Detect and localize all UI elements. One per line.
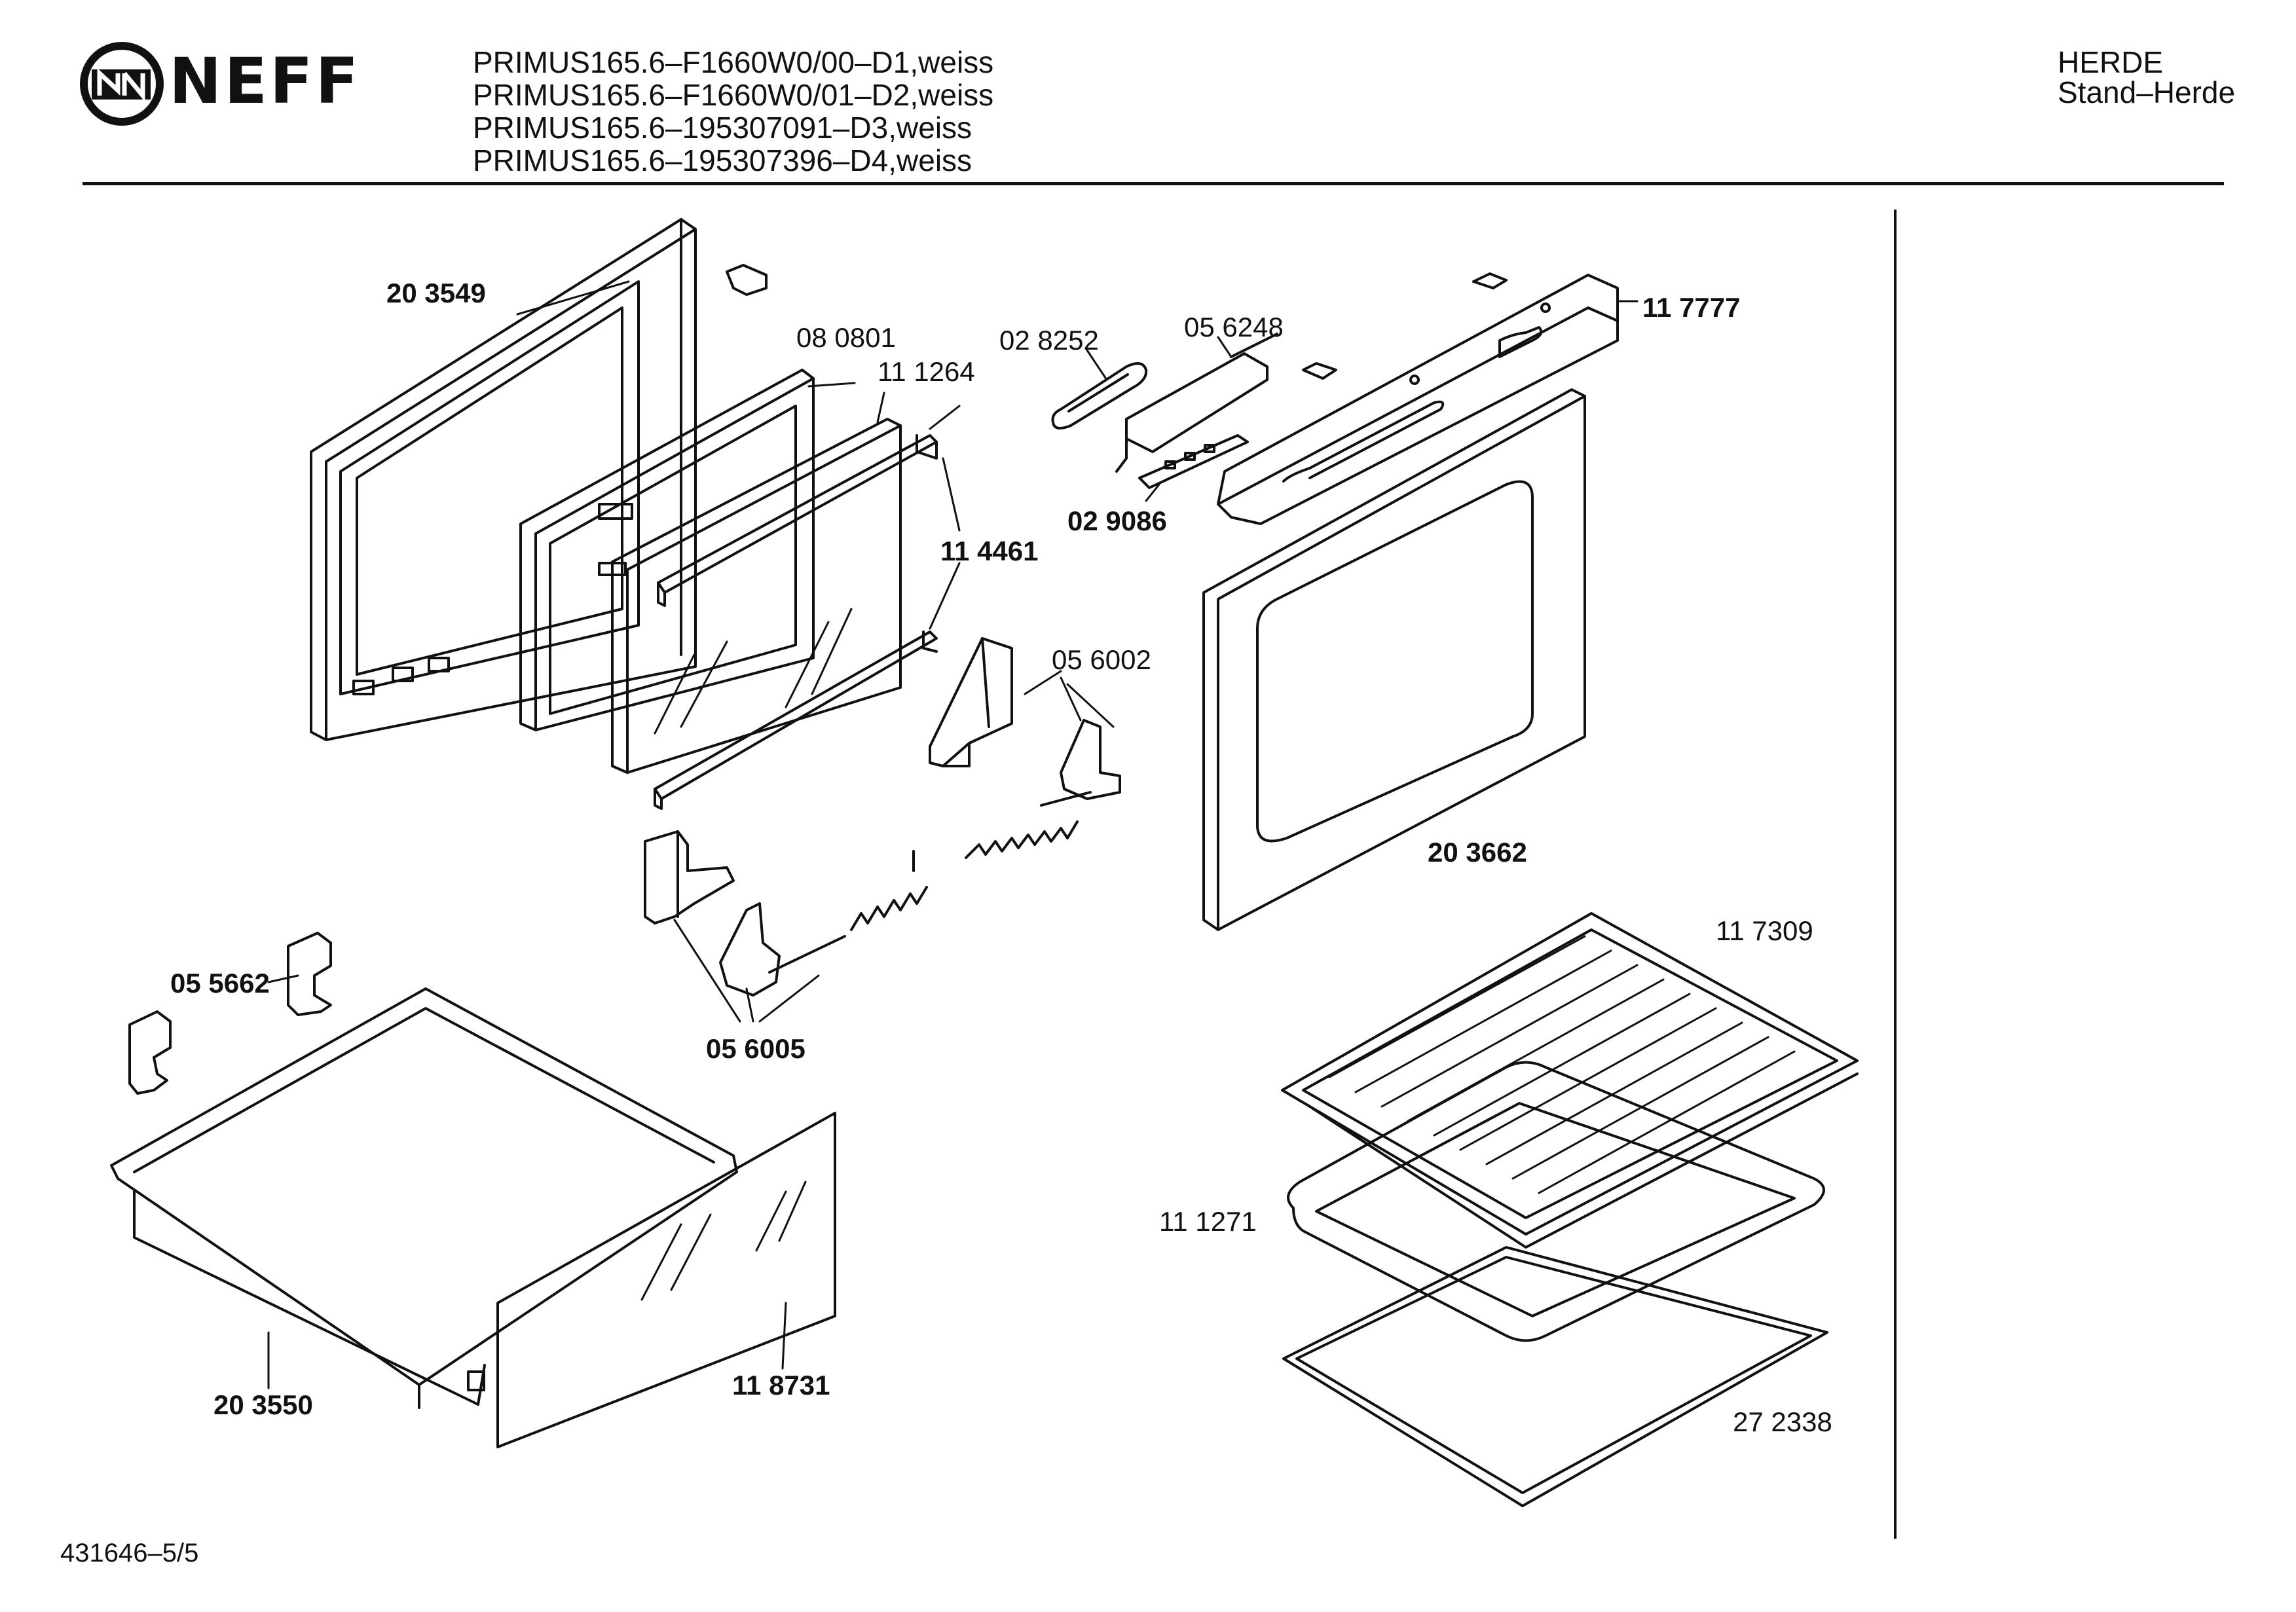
part-label-111264: 11 1264 bbox=[878, 356, 975, 387]
seal-ring bbox=[1051, 362, 1148, 430]
hinge-spring-upper bbox=[965, 820, 1079, 859]
model-line: PRIMUS165.6–195307091–D3,weiss bbox=[473, 111, 972, 145]
part-labels: 20 3549 08 0801 11 1264 02 8252 05 6248 … bbox=[170, 278, 1832, 1437]
part-label-080801: 08 0801 bbox=[796, 322, 896, 353]
category-block: HERDE Stand–Herde bbox=[2058, 47, 2235, 107]
drawer-runner-clip bbox=[128, 932, 332, 1095]
door-glass-pane bbox=[611, 418, 902, 774]
outer-door-frame bbox=[310, 218, 697, 741]
category-subtitle: Stand–Herde bbox=[2058, 75, 2236, 109]
brand-wordmark: NEFF bbox=[169, 45, 361, 118]
part-label-117777: 11 7777 bbox=[1642, 292, 1741, 323]
vertical-divider bbox=[1894, 210, 1897, 1539]
part-label-028252: 02 8252 bbox=[999, 325, 1099, 356]
upper-hinge-bracket bbox=[929, 637, 1121, 807]
storage-drawer bbox=[110, 987, 738, 1409]
part-label-056002: 05 6002 bbox=[1052, 644, 1151, 675]
part-label-203549: 20 3549 bbox=[386, 278, 486, 308]
inner-door-frame bbox=[519, 369, 815, 731]
neff-logo: NEFF bbox=[77, 39, 358, 131]
part-label-114461: 11 4461 bbox=[940, 536, 1039, 566]
baking-tray-gasket bbox=[1282, 1246, 1828, 1507]
door-top-trim bbox=[1217, 274, 1619, 525]
part-label-055662: 05 5662 bbox=[170, 968, 270, 998]
model-line: PRIMUS165.6–195307396–D4,weiss bbox=[473, 143, 972, 177]
outer-door-panel bbox=[1202, 388, 1586, 931]
neff-emblem-icon bbox=[80, 42, 164, 126]
model-line: PRIMUS165.6–F1660W0/01–D2,weiss bbox=[473, 78, 994, 112]
contact-strip bbox=[1138, 434, 1249, 489]
part-label-272338: 27 2338 bbox=[1733, 1406, 1832, 1437]
small-clip bbox=[726, 264, 1508, 380]
lower-hinge-bracket bbox=[644, 830, 846, 997]
part-label-203662: 20 3662 bbox=[1428, 837, 1527, 868]
part-label-117309: 11 7309 bbox=[1716, 915, 1813, 946]
part-label-029086: 02 9086 bbox=[1067, 505, 1167, 536]
drawer-front-panel bbox=[496, 1112, 836, 1448]
leader-lines bbox=[267, 280, 1639, 1389]
model-list: PRIMUS165.6–F1660W0/00–D1,weiss PRIMUS16… bbox=[473, 46, 993, 177]
model-line: PRIMUS165.6–F1660W0/00–D1,weiss bbox=[473, 45, 994, 79]
category-title: HERDE bbox=[2058, 45, 2164, 79]
part-label-118731: 11 8731 bbox=[732, 1370, 830, 1401]
hinge-spring-lower bbox=[850, 850, 928, 931]
part-label-111271: 11 1271 bbox=[1159, 1206, 1257, 1237]
part-label-056248: 05 6248 bbox=[1184, 312, 1284, 342]
part-label-203550: 20 3550 bbox=[213, 1389, 313, 1420]
baking-tray bbox=[1287, 1061, 1825, 1342]
oven-rack bbox=[1281, 912, 1859, 1249]
glass-retaining-strip bbox=[654, 434, 938, 810]
part-label-056005: 05 6005 bbox=[706, 1033, 805, 1064]
document-number: 431646–5/5 bbox=[60, 1539, 199, 1567]
header-divider bbox=[83, 182, 2224, 185]
door-switch bbox=[1115, 333, 1278, 473]
